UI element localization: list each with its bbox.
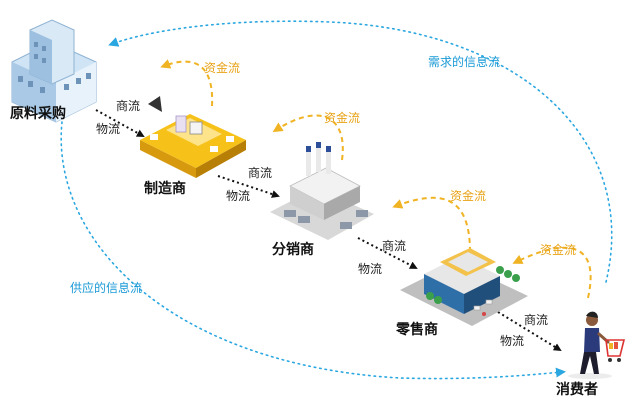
capital-flow-label-4: 资金流 bbox=[540, 242, 576, 257]
capital-arc-1 bbox=[160, 59, 214, 107]
capital-flow-label-3: 资金流 bbox=[450, 188, 486, 203]
goods-arrow-1 bbox=[95, 109, 145, 137]
capital-arc-3 bbox=[392, 196, 471, 253]
commerce-flow-label-2: 商流 bbox=[248, 165, 272, 180]
consumer-person-icon bbox=[568, 311, 626, 379]
demand-info-label: 需求的信息流 bbox=[428, 54, 500, 69]
capital-arc-2 bbox=[272, 114, 344, 161]
supply-info-label: 供应的信息流 bbox=[70, 280, 142, 295]
logistics-flow-label-4: 物流 bbox=[500, 334, 524, 348]
goods-arrow-4 bbox=[497, 311, 562, 352]
manufacturer-factory-icon bbox=[140, 96, 246, 178]
demand-info-arc bbox=[108, 20, 613, 283]
logistics-flow-label-1: 物流 bbox=[96, 122, 120, 136]
node-label-retailer: 零售商 bbox=[395, 321, 438, 338]
node-label-distributor: 分销商 bbox=[272, 241, 314, 258]
capital-flow-label-1: 资金流 bbox=[204, 60, 240, 75]
logistics-flow-label-2: 物流 bbox=[226, 189, 250, 203]
capital-flow-label-2: 资金流 bbox=[324, 110, 360, 125]
retail-store-icon bbox=[400, 248, 528, 326]
commerce-flow-label-3: 商流 bbox=[382, 238, 406, 253]
commerce-flow-label-1: 商流 bbox=[116, 98, 140, 113]
node-label-manufacturer: 制造商 bbox=[144, 180, 186, 197]
node-label-consumer: 消费者 bbox=[556, 381, 598, 398]
goods-arrow-2 bbox=[217, 175, 280, 198]
node-label-raw-material: 原料采购 bbox=[10, 105, 66, 122]
supply-info-arc bbox=[60, 121, 566, 380]
commerce-flow-label-4: 商流 bbox=[524, 312, 548, 327]
distributor-warehouse-icon bbox=[270, 142, 374, 240]
goods-arrow-3 bbox=[357, 237, 418, 269]
logistics-flow-label-3: 物流 bbox=[358, 262, 382, 276]
raw-material-building-icon bbox=[11, 19, 97, 123]
